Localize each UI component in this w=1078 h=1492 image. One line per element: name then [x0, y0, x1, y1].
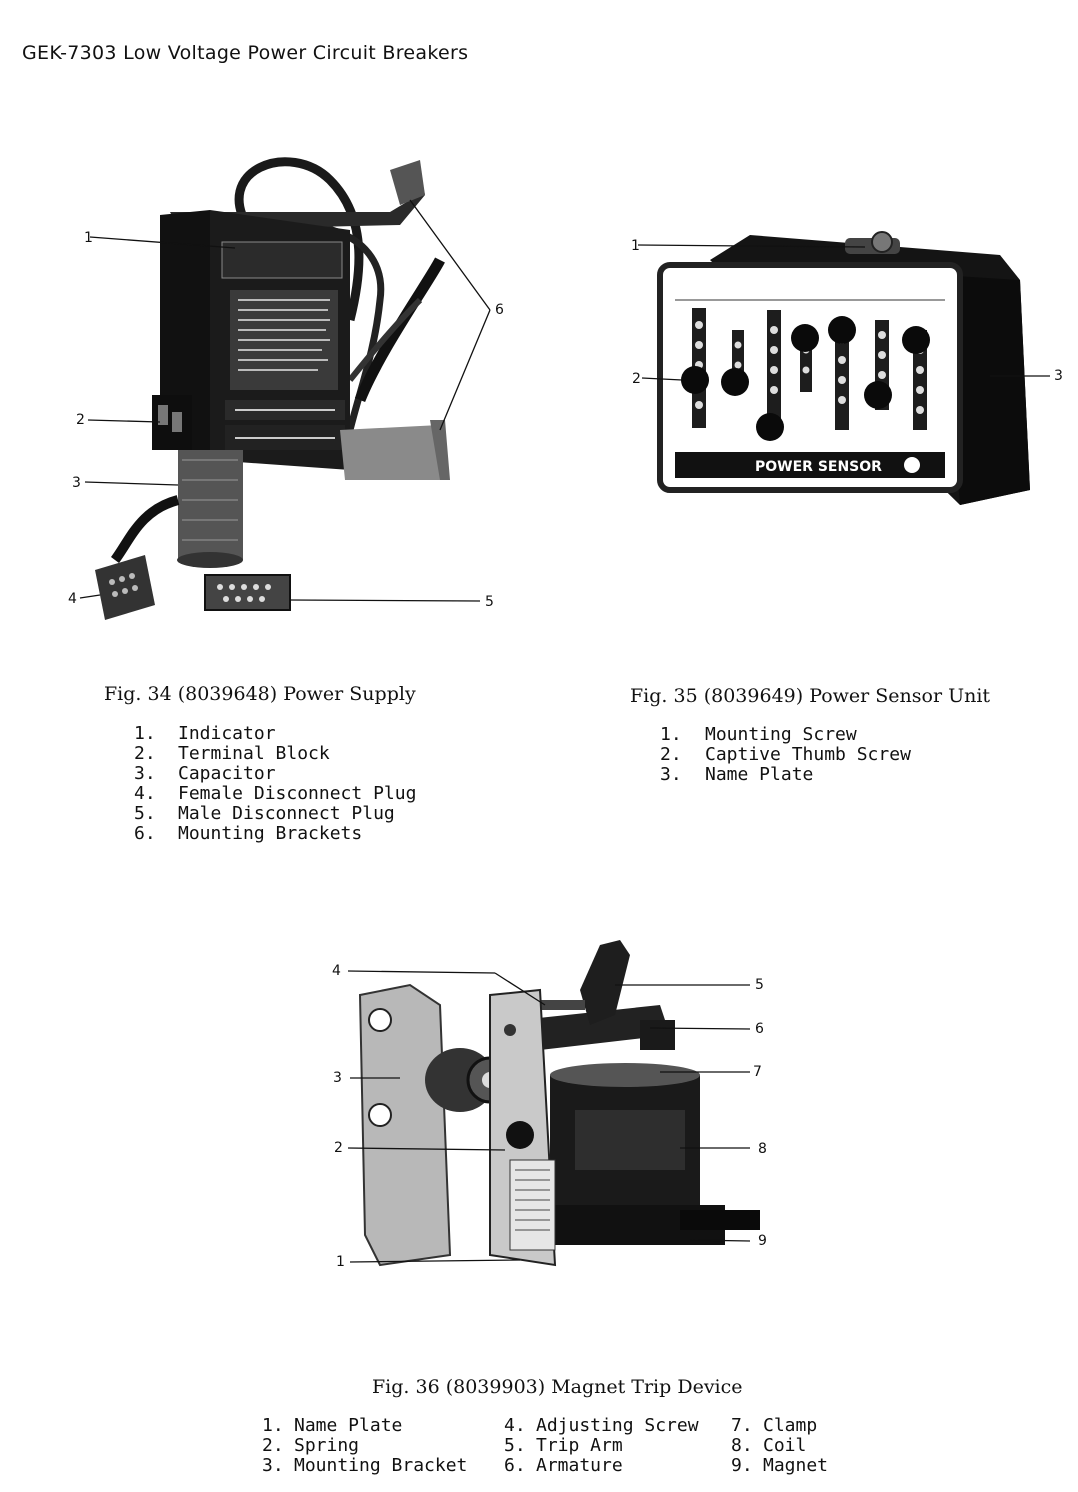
legend-item: 2.Terminal Block	[134, 743, 330, 764]
fig36-caption: Fig. 36 (8039903) Magnet Trip Device	[372, 1376, 743, 1398]
fig34-callout-6: 6	[495, 302, 504, 318]
legend-item: 3.Capacitor	[134, 763, 276, 784]
legend-item: 3.Name Plate	[660, 764, 814, 785]
legend-item: 2.Spring	[262, 1435, 360, 1456]
legend-item: 4.Adjusting Screw	[504, 1415, 699, 1436]
fig34-callout-5: 5	[485, 594, 494, 610]
fig36-callout-4: 4	[332, 963, 341, 979]
legend-item: 6.Armature	[504, 1455, 623, 1476]
legend-item: 9.Magnet	[731, 1455, 829, 1476]
magnet-trip-device-photo	[340, 935, 780, 1285]
page-header: GEK-7303 Low Voltage Power Circuit Break…	[22, 42, 469, 64]
power-supply-photo	[60, 150, 530, 630]
legend-item: 8.Coil	[731, 1435, 807, 1456]
fig36-callout-6: 6	[755, 1021, 764, 1037]
fig35-caption: Fig. 35 (8039649) Power Sensor Unit	[630, 685, 991, 707]
fig36-callout-3: 3	[333, 1070, 342, 1086]
legend-item: 1.Name Plate	[262, 1415, 403, 1436]
fig36-legend-col3: 7.Clamp 8.Coil 9.Magnet	[731, 1416, 828, 1476]
fig36-legend-col2: 4.Adjusting Screw 5.Trip Arm 6.Armature	[504, 1416, 699, 1476]
legend-item: 5.Trip Arm	[504, 1435, 623, 1456]
fig34-caption: Fig. 34 (8039648) Power Supply	[104, 683, 416, 705]
legend-item: 3.Mounting Bracket	[262, 1455, 468, 1476]
fig36-callout-1: 1	[336, 1254, 345, 1270]
fig34-callout-1: 1	[84, 230, 93, 246]
fig36-callout-5: 5	[755, 977, 764, 993]
legend-item: 7.Clamp	[731, 1415, 818, 1436]
legend-item: 5.Male Disconnect Plug	[134, 803, 395, 824]
legend-item: 2.Captive Thumb Screw	[660, 744, 911, 765]
fig35-callout-1: 1	[631, 238, 640, 254]
fig36-legend-col1: 1.Name Plate 2.Spring 3.Mounting Bracket	[262, 1416, 467, 1476]
fig35-callout-2: 2	[632, 371, 641, 387]
fig36-callout-9: 9	[758, 1233, 767, 1249]
legend-item: 1.Indicator	[134, 723, 276, 744]
power-sensor-photo: POWER SENSOR	[620, 220, 1070, 520]
legend-item: 4.Female Disconnect Plug	[134, 783, 417, 804]
fig36-callout-7: 7	[753, 1064, 762, 1080]
legend-item: 1.Mounting Screw	[660, 724, 857, 745]
fig34-callout-4: 4	[68, 591, 77, 607]
fig34-callout-2: 2	[76, 412, 85, 428]
fig35-legend: 1.Mounting Screw 2.Captive Thumb Screw 3…	[660, 725, 911, 785]
fig34-callout-3: 3	[72, 475, 81, 491]
fig34-legend: 1.Indicator 2.Terminal Block 3.Capacitor…	[134, 724, 416, 844]
fig35-callout-3: 3	[1054, 368, 1063, 384]
power-sensor-nameplate-text: POWER SENSOR	[755, 459, 882, 475]
fig36-callout-2: 2	[334, 1140, 343, 1156]
fig36-callout-8: 8	[758, 1141, 767, 1157]
legend-item: 6.Mounting Brackets	[134, 823, 363, 844]
